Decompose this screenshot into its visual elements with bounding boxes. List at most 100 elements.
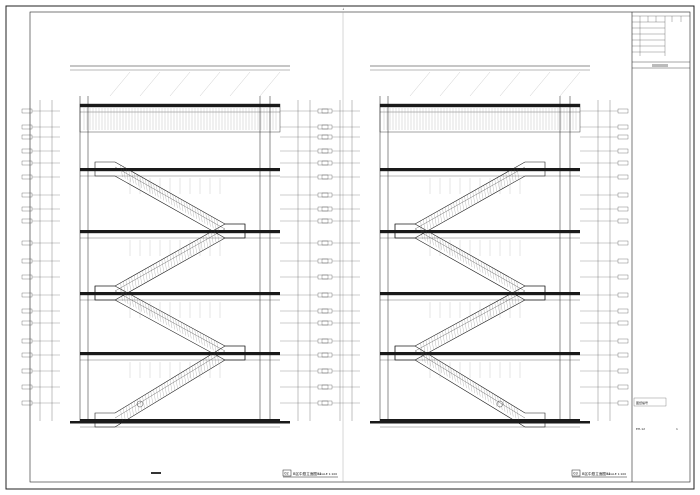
- level-tag-right: [617, 384, 629, 390]
- balustrade-hatch: [453, 324, 456, 338]
- balustrade-hatch: [189, 244, 192, 257]
- level-tag-right: [617, 108, 629, 114]
- level-tag-right: [317, 258, 329, 264]
- balustrade-hatch: [208, 336, 211, 350]
- balustrade-hatch: [197, 208, 200, 221]
- level-tag-left: [21, 338, 33, 344]
- escalator-truss: [94, 223, 246, 301]
- balustrade-hatch: [420, 349, 423, 362]
- skylight-hatch: [409, 71, 431, 97]
- balustrade-hatch: [500, 272, 503, 285]
- balustrade-hatch: [128, 293, 131, 306]
- balustrade-hatch: [125, 168, 129, 181]
- balustrade-hatch: [500, 299, 503, 312]
- drawing-title-text-left: B区中庭立面图01: [293, 471, 322, 476]
- balustrade-hatch: [216, 228, 219, 241]
- level-tag-right: [317, 218, 329, 224]
- balustrade-hatch: [436, 333, 440, 347]
- balustrade-hatch: [420, 342, 423, 356]
- balustrade-hatch: [194, 241, 197, 254]
- balustrade-hatch: [131, 294, 134, 308]
- level-tag-left: [21, 308, 33, 314]
- balustrade-hatch: [178, 320, 181, 333]
- escalator-truss: [394, 285, 546, 361]
- bottom-left-label-mark: [151, 472, 161, 474]
- level-tag-left: [321, 274, 333, 280]
- level-tag-right: [617, 218, 629, 224]
- level-tag-left: [21, 134, 33, 140]
- level-tag-right: [617, 240, 629, 246]
- balustrade-hatch: [202, 359, 206, 372]
- balustrade-hatch: [428, 354, 431, 367]
- balustrade-hatch: [434, 234, 437, 247]
- floor-slab: [380, 104, 580, 108]
- balustrade-hatch: [164, 258, 167, 271]
- balustrade-hatch: [131, 276, 134, 289]
- balustrade-hatch: [458, 372, 462, 385]
- level-tag-left: [321, 352, 333, 358]
- level-tag-right: [617, 292, 629, 298]
- balustrade-hatch: [216, 341, 219, 354]
- level-tag-left: [321, 368, 333, 374]
- floor-slab: [380, 419, 580, 423]
- balustrade-hatch: [147, 180, 151, 193]
- level-tag-left: [21, 258, 33, 264]
- balustrade-hatch: [494, 302, 497, 315]
- balustrade-hatch: [208, 356, 211, 369]
- balustrade-hatch: [180, 199, 184, 212]
- level-tag-right: [317, 308, 329, 314]
- level-tag-right: [617, 274, 629, 280]
- balustrade-hatch: [139, 299, 142, 312]
- level-tag-right: [317, 240, 329, 246]
- skylight-hatch: [259, 71, 281, 97]
- balustrade-hatch: [145, 179, 148, 192]
- balustrade-hatch: [511, 404, 514, 417]
- drawing-scale-right: SCALE 1:100: [607, 472, 626, 476]
- balustrade-hatch: [491, 392, 495, 405]
- balustrade-hatch: [142, 300, 145, 314]
- sheet-info-label: 图纸编号: [636, 400, 648, 405]
- balustrade-hatch: [478, 188, 481, 201]
- level-tag-right: [617, 160, 629, 166]
- balustrade-hatch: [191, 327, 195, 341]
- top-center-mark: ↓: [342, 7, 345, 11]
- balustrade-hatch: [453, 245, 456, 258]
- balustrade-hatch: [469, 315, 473, 329]
- balustrade-hatch: [136, 174, 140, 187]
- balustrade-hatch: [200, 210, 203, 223]
- balustrade-hatch: [208, 214, 211, 227]
- floor-slab: [80, 419, 280, 423]
- drawing-scale-left: SCALE 1:100: [318, 472, 337, 476]
- balustrade-hatch: [205, 213, 208, 226]
- balustrade-hatch: [145, 394, 148, 407]
- escalator-handrail: [114, 166, 226, 230]
- balustrade-hatch: [183, 323, 186, 336]
- balustrade-hatch: [458, 199, 462, 212]
- title-block-label-mark: [652, 64, 668, 67]
- balustrade-hatch: [139, 272, 142, 285]
- balustrade-hatch: [175, 376, 178, 389]
- balustrade-hatch: [147, 303, 151, 317]
- level-tag-left: [21, 160, 33, 166]
- balustrade-hatch: [450, 244, 453, 257]
- escalator-handrail: [414, 166, 526, 230]
- balustrade-hatch: [172, 377, 175, 390]
- balustrade-hatch: [467, 317, 470, 330]
- balustrade-hatch: [491, 303, 495, 317]
- balustrade-hatch: [202, 333, 206, 347]
- balustrade-hatch: [500, 397, 503, 410]
- balustrade-hatch: [216, 219, 219, 232]
- level-tag-left: [21, 192, 33, 198]
- balustrade-hatch: [513, 406, 517, 419]
- balustrade-hatch: [456, 200, 459, 213]
- sheet-info-box: [633, 397, 667, 407]
- balustrade-hatch: [156, 262, 159, 275]
- skylight-hatch: [529, 71, 551, 97]
- drawing-title-right: 03 B区中庭立面图01 SCALE 1:100: [571, 469, 627, 478]
- skylight-hatch: [469, 71, 491, 97]
- escalator-truss: [94, 285, 246, 361]
- balustrade-hatch: [480, 261, 484, 274]
- skylight-hatch: [229, 71, 251, 97]
- balustrade-hatch: [200, 361, 203, 374]
- balustrade-hatch: [156, 387, 159, 400]
